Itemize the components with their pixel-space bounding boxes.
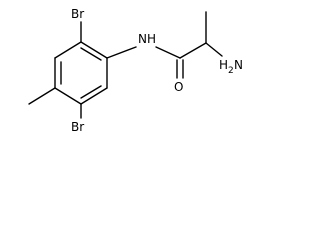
- bromine-top-label: Br: [71, 7, 84, 21]
- ring-double-bond-c1-c2: [80, 47, 102, 61]
- bond-carbonyl-to-alpha-carbon: [179, 42, 207, 59]
- oxygen-label: O: [174, 80, 183, 94]
- bond-nh-to-carbonyl: [155, 46, 181, 59]
- ring-bond-c5-c6: [80, 87, 108, 105]
- benzene-ring: [54, 41, 108, 105]
- bromine-bottom-label: Br: [71, 120, 84, 134]
- amine-nitrogen-label: N: [234, 58, 243, 72]
- bond-ring-to-nh: [106, 46, 137, 59]
- ring-bond-c4-c5: [54, 87, 82, 105]
- hydrogen-amide-label: H: [147, 32, 156, 46]
- amine-hydrogen-label: H: [219, 58, 228, 72]
- ring-bond-c1-c2: [80, 41, 108, 59]
- bond-ring-to-methyl: [28, 87, 56, 105]
- nitrogen-amide-label: N: [138, 32, 147, 46]
- ring-bond-c2-c3: [54, 41, 82, 59]
- molecule-structure: Br Br N H H 2 N O: [28, 7, 243, 134]
- amine-subscript-label: 2: [228, 66, 234, 76]
- bond-alpha-carbon-to-amine: [205, 42, 223, 57]
- ring-double-bond-c5-c6: [80, 85, 102, 99]
